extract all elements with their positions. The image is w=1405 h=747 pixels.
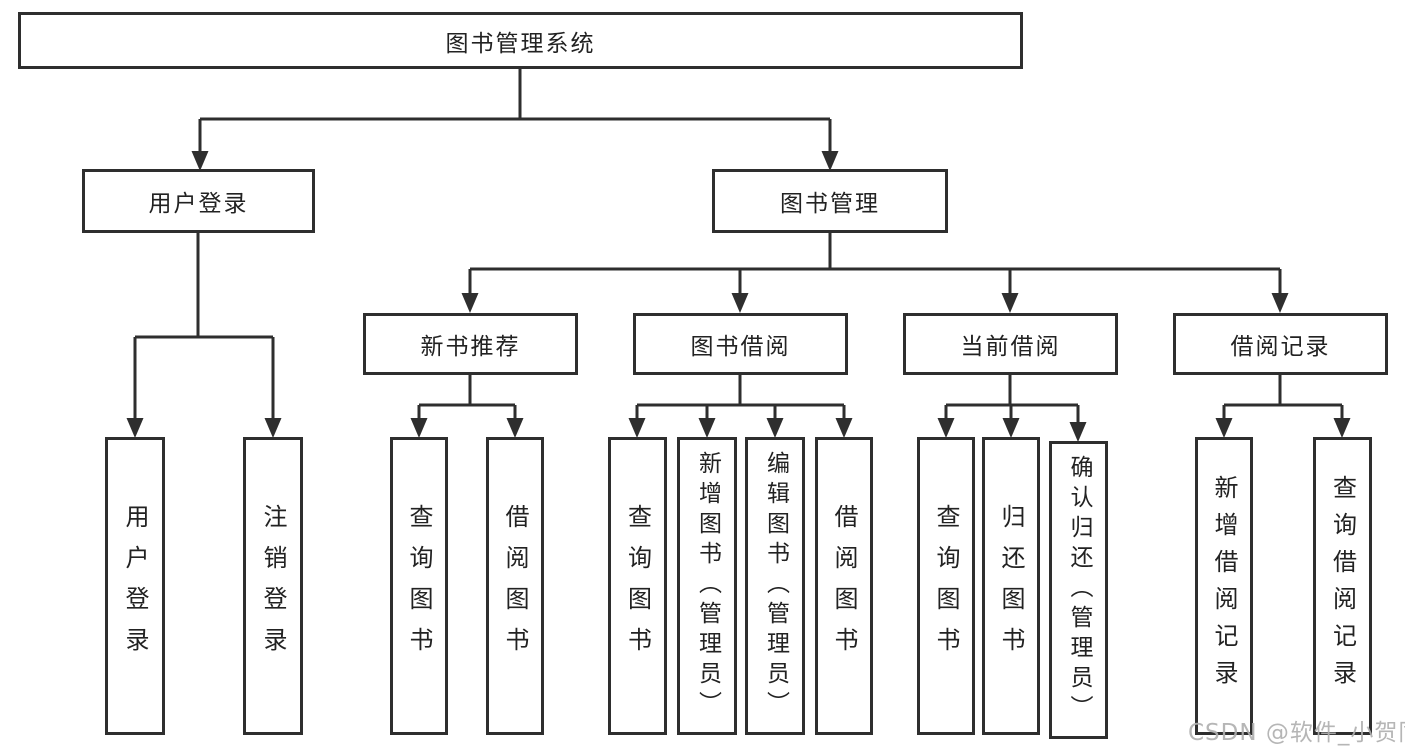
node-return-books: 归还图书 — [982, 437, 1040, 735]
edges-root — [191, 69, 839, 171]
node-confirm-return-admin: 确认归还（管理员） — [1049, 441, 1108, 739]
node-label: 图书管理 — [780, 191, 880, 217]
node-label: 新书推荐 — [420, 334, 521, 360]
node-label: 图书管理系统 — [445, 30, 596, 57]
node-logout: 注销登录 — [243, 437, 303, 735]
node-current-borrowing: 当前借阅 — [903, 313, 1118, 375]
edges-current-borrowing — [937, 375, 1087, 442]
node-add-books-admin: 新增图书（管理员） — [677, 437, 737, 735]
node-new-book-recommend: 新书推荐 — [363, 313, 578, 375]
node-label: 查询图书 — [405, 504, 433, 668]
node-label: 确认归还（管理员） — [1066, 455, 1092, 725]
node-query-books-current: 查询图书 — [917, 437, 975, 735]
node-label: 查询图书 — [623, 504, 652, 668]
node-label: 注销登录 — [259, 504, 287, 668]
edges-book-management — [461, 233, 1289, 313]
node-label: 用户登录 — [121, 504, 149, 668]
node-label: 借阅图书 — [501, 504, 529, 668]
node-query-borrow-record: 查询借阅记录 — [1313, 437, 1372, 735]
node-book-management: 图书管理 — [712, 169, 948, 233]
edges-book-borrowing — [628, 375, 853, 438]
node-borrow-books-recommend: 借阅图书 — [486, 437, 544, 735]
node-label: 新增借阅记录 — [1210, 475, 1238, 697]
edges-borrowing-records — [1215, 375, 1351, 438]
node-label: 编辑图书（管理员） — [762, 451, 789, 721]
node-label: 用户登录 — [148, 191, 249, 217]
edges-new-book-recommend — [410, 375, 524, 438]
node-borrow-books: 借阅图书 — [815, 437, 873, 735]
node-label: 借阅记录 — [1230, 334, 1331, 360]
node-edit-books-admin: 编辑图书（管理员） — [745, 437, 805, 735]
node-label: 查询借阅记录 — [1328, 475, 1357, 697]
node-query-books-borrow: 查询图书 — [608, 437, 667, 735]
node-label: 新增图书（管理员） — [694, 451, 721, 721]
csdn-watermark: CSDN @软件_小贺同学 — [1188, 720, 1405, 746]
node-borrowing-records: 借阅记录 — [1173, 313, 1388, 375]
node-query-books-recommend: 查询图书 — [390, 437, 448, 735]
node-library-management-system: 图书管理系统 — [18, 12, 1023, 69]
node-user-login: 用户登录 — [82, 169, 315, 233]
node-label: 当前借阅 — [960, 334, 1061, 360]
node-book-borrowing: 图书借阅 — [633, 313, 848, 375]
node-label: 借阅图书 — [830, 504, 858, 668]
node-add-borrow-record: 新增借阅记录 — [1195, 437, 1253, 735]
node-user-login-action: 用户登录 — [105, 437, 165, 735]
edges-user-login — [126, 233, 282, 438]
node-label: 归还图书 — [997, 504, 1025, 668]
node-label: 查询图书 — [932, 504, 960, 668]
node-label: 图书借阅 — [690, 334, 791, 360]
